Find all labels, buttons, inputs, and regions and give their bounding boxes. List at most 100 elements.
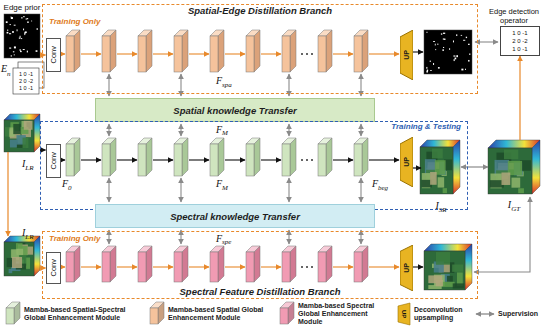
branch-title: Spectral Feature Distillation Branch	[179, 287, 340, 297]
edge-pixel	[27, 21, 29, 22]
edge-pixel	[20, 51, 22, 52]
subscript-label: M	[222, 184, 228, 192]
module-block	[210, 138, 224, 144]
module-block	[246, 252, 254, 282]
land-patch	[438, 177, 445, 187]
module-block	[210, 252, 218, 282]
image-node: IGT	[488, 140, 540, 194]
legend-swatch	[150, 302, 164, 324]
edge-pixel	[435, 49, 437, 50]
edge-pixel	[461, 69, 463, 71]
kernel-value: 2 0 -2	[19, 78, 33, 84]
kernel-matrix	[13, 68, 39, 94]
flow-arrow	[261, 159, 281, 160]
symbol-label: F	[216, 233, 222, 244]
edge-pixel	[430, 69, 432, 71]
subscript-label: spe	[222, 238, 231, 246]
ellipsis-dot	[301, 159, 303, 161]
land-patch	[432, 149, 443, 159]
upsample-label: UP	[403, 50, 410, 60]
module-block	[102, 36, 110, 72]
edge-pixel	[7, 32, 9, 34]
flow-arrow	[61, 266, 65, 267]
spectral-face	[488, 140, 540, 148]
flow-arrow	[117, 266, 137, 267]
module-block	[362, 138, 368, 176]
subscript-label: 0	[68, 184, 72, 192]
module-block	[246, 36, 254, 72]
image-node: Edge prior	[4, 14, 40, 58]
edge-pixel	[19, 49, 20, 50]
flow-arrow	[81, 266, 101, 267]
hyperspectral-image	[488, 140, 540, 194]
flow-arrow	[225, 53, 245, 54]
image-subscript: SR	[439, 206, 447, 214]
spectral-face	[465, 244, 472, 290]
module-block	[280, 308, 288, 324]
kernel-value: 1 0 -1	[19, 71, 33, 77]
module-block	[318, 36, 326, 72]
module-block	[246, 246, 260, 252]
image-node: ILR	[4, 236, 40, 276]
legend-label: Mamba-based Spatial Global Enhancement M…	[168, 306, 272, 322]
module-block	[174, 36, 182, 72]
edge-pixel	[21, 38, 23, 39]
image-subscript: GT	[511, 205, 520, 213]
land-patch	[430, 172, 437, 185]
image-symbol: I	[22, 227, 25, 238]
edge-pixel	[433, 63, 435, 65]
module-block	[282, 246, 296, 252]
module-block	[282, 138, 296, 144]
flow-arrow	[189, 53, 209, 54]
flow-arrow	[369, 159, 399, 160]
flow-arrow	[413, 51, 423, 52]
image-symbol: I	[508, 199, 511, 210]
edge-pixel	[11, 55, 12, 56]
module-block	[74, 138, 80, 176]
flow-arrow	[108, 178, 109, 202]
module-block	[210, 144, 218, 176]
module-block	[362, 30, 368, 72]
branch-region: Spatial-Edge Distillation BranchTraining…	[42, 4, 478, 94]
module-block	[246, 138, 260, 144]
edge-pixel	[468, 60, 469, 62]
branch-label: Training Only	[49, 235, 100, 244]
edge-pixel	[465, 69, 467, 70]
edge-pixel	[430, 61, 431, 62]
edge-pixel	[26, 18, 27, 20]
module-block	[354, 30, 368, 36]
module-block	[138, 138, 152, 144]
image-face	[4, 242, 34, 276]
edge-map-image	[4, 14, 40, 58]
edge-map-image	[4, 14, 40, 58]
land-patch	[511, 178, 520, 188]
subscript-label: M	[222, 129, 228, 137]
image-subscript: LR	[25, 233, 33, 241]
image-caption: ILR	[22, 223, 34, 239]
ellipsis-dot	[306, 266, 308, 268]
land-patch	[501, 173, 510, 185]
edge-pixel	[426, 71, 427, 73]
land-patch	[10, 140, 17, 148]
module-block	[354, 36, 362, 72]
flow-arrow	[180, 124, 181, 136]
flow-arrow	[288, 230, 289, 244]
land-patch	[5, 127, 9, 136]
flow-arrow	[81, 53, 101, 54]
ellipsis-dot	[311, 53, 313, 55]
edge-pixel	[433, 41, 435, 43]
edge-pixel	[31, 20, 32, 22]
legend-label: Mamba-based Spatial-Spectral Global Enha…	[24, 306, 142, 322]
module-block	[6, 308, 14, 324]
image-caption: ILR	[22, 154, 34, 170]
upsample-shape	[400, 245, 413, 291]
module-block	[150, 308, 158, 324]
branch-label: Training Only	[49, 18, 100, 27]
module-block	[138, 36, 146, 72]
branch-region: Training & TestingConvUPISR	[40, 121, 468, 210]
land-patch	[436, 252, 450, 265]
symbol-label: F	[216, 124, 222, 135]
module-block	[66, 246, 80, 252]
land-patch	[452, 265, 463, 272]
edge-pixel	[19, 38, 21, 39]
